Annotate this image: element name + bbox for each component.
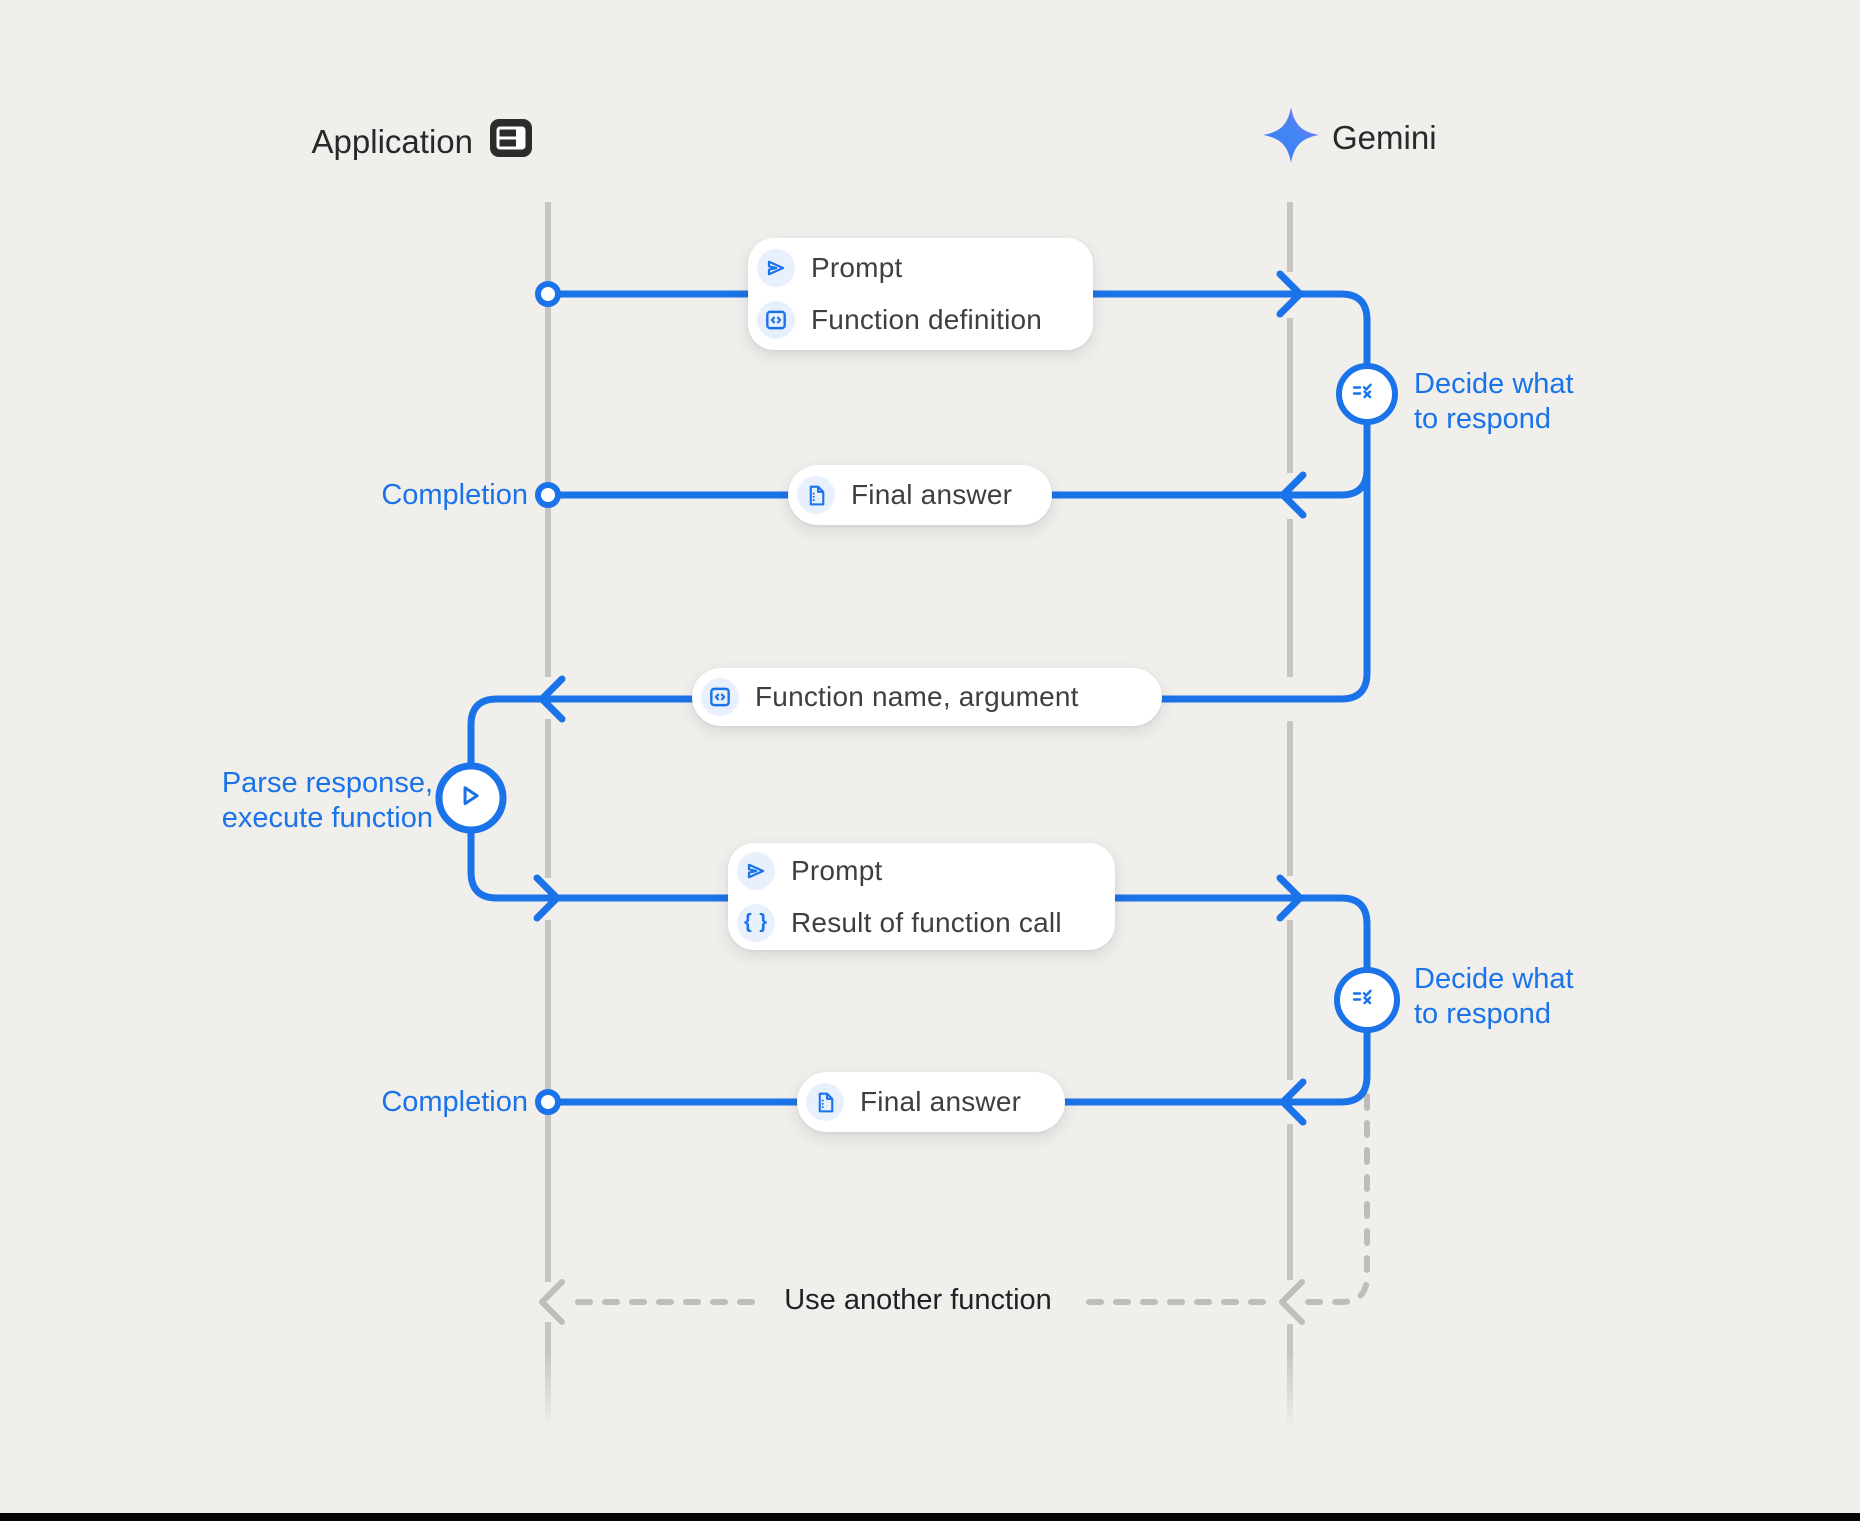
dashed-arrowhead-left-application <box>539 1279 565 1325</box>
decide-label-1: Decide what to respond <box>1414 367 1574 437</box>
message-box-prompt-result: Prompt { } Result of function call <box>728 843 1115 950</box>
message-box-final-answer-1: Final answer <box>788 465 1052 525</box>
message-row: { } Result of function call <box>737 903 1115 942</box>
arrow-final-answer-2 <box>552 1026 1371 1106</box>
decide-label-line: Decide what <box>1414 368 1574 400</box>
message-flow <box>467 270 1371 1126</box>
play-icon <box>463 786 479 806</box>
parse-label-line: Parse response, <box>221 767 433 799</box>
gemini-star-icon <box>1262 103 1320 172</box>
completion-label-1: Completion <box>381 479 528 511</box>
braces-glyph: { } <box>743 911 769 933</box>
gemini-actor-label: Gemini <box>1332 119 1437 156</box>
parse-node <box>435 762 507 834</box>
rule-icon <box>1352 989 1372 1005</box>
message-label: Prompt <box>791 854 883 886</box>
message-box-final-answer-2: Final answer <box>797 1072 1065 1132</box>
use-another-function-label: Use another function <box>784 1284 1052 1316</box>
arrow-final-answer-1 <box>552 465 1371 499</box>
document-icon <box>797 476 835 514</box>
arrowhead-left-3 <box>1279 1078 1307 1126</box>
decide-label-2: Decide what to respond <box>1414 962 1574 1032</box>
application-actor-label: Application <box>311 123 473 160</box>
arrowhead-right-1 <box>1276 270 1304 318</box>
message-label: Result of function call <box>791 906 1062 938</box>
send-icon <box>737 851 775 890</box>
message-label: Final answer <box>851 479 1013 510</box>
rule-icon <box>1352 383 1372 399</box>
arrow-prompt-definition <box>544 290 1371 371</box>
decide-label-line: to respond <box>1414 998 1552 1030</box>
dashed-arrowhead-left-gemini <box>1279 1279 1305 1325</box>
arrowhead-left-1 <box>1279 471 1307 519</box>
completion-label-2: Completion <box>381 1086 528 1118</box>
message-row: Final answer <box>797 476 1052 514</box>
message-row: Prompt <box>737 851 1115 890</box>
message-label: Function definition <box>811 304 1043 335</box>
message-row: Function definition <box>757 301 1093 339</box>
message-row: Function name, argument <box>701 678 1162 716</box>
braces-icon: { } <box>737 903 775 942</box>
application-window-icon <box>489 118 533 163</box>
use-another-function-loop <box>539 1093 1370 1325</box>
message-label: Prompt <box>811 252 903 283</box>
end-circle-1 <box>535 482 561 508</box>
endpoint-circles <box>535 281 561 1115</box>
message-box-function-name: Function name, argument <box>692 668 1162 726</box>
message-row: Final answer <box>806 1083 1065 1121</box>
arrowhead-left-2 <box>538 675 566 723</box>
arrowhead-right-3 <box>1276 874 1304 922</box>
start-circle-1 <box>535 281 561 307</box>
message-box-prompt-definition: Prompt Function definition <box>748 238 1093 350</box>
document-icon <box>806 1083 844 1121</box>
end-circle-2 <box>535 1089 561 1115</box>
decide-label-line: Decide what <box>1414 963 1574 995</box>
code-box-icon <box>757 301 795 339</box>
message-label: Final answer <box>860 1086 1022 1117</box>
parse-execute-label: Parse response, execute function <box>153 766 433 836</box>
message-row: Prompt <box>757 249 1093 287</box>
decide-node-1 <box>1336 363 1398 425</box>
code-box-icon <box>701 678 739 716</box>
decide-label-line: to respond <box>1414 403 1552 435</box>
message-label: Function name, argument <box>755 681 1079 712</box>
decide-node-2 <box>1334 967 1400 1033</box>
send-icon <box>757 249 795 287</box>
parse-label-line: execute function <box>221 802 433 834</box>
bottom-edge-bar <box>0 1513 1860 1521</box>
arrowhead-right-2 <box>533 874 561 922</box>
